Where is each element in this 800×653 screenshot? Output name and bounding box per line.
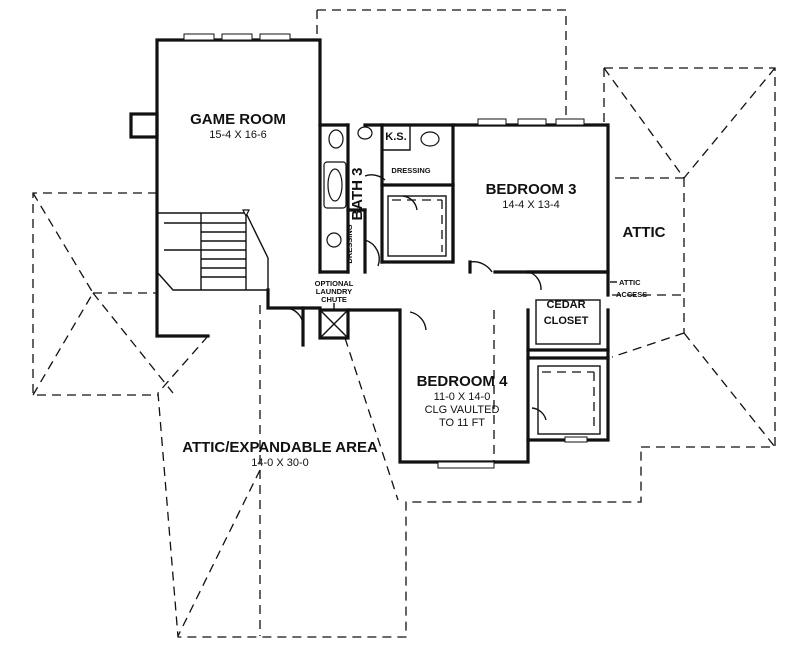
attic-access-label-line1: ATTIC [619,278,641,287]
bath-fixtures [323,126,440,248]
hall-walls [301,306,530,464]
bedroom4-features [437,310,588,469]
bedroom3-windows [477,118,585,126]
bedroom3-dimensions: 14-4 X 13-4 [502,199,559,211]
laundry-chute-label-line1: OPTIONAL [315,279,354,288]
stair [156,209,322,310]
cedar-closet-label-line2: CLOSET [544,315,589,327]
bedroom4-label: BEDROOM 4 [417,373,509,390]
roof-outline-right [603,67,776,448]
attic-expandable-label: ATTIC/EXPANDABLE AREA [182,439,378,456]
closet-bedroom3 [387,195,447,257]
cedar-closet-label-line1: CEDAR [546,299,585,311]
bath3-label: BATH 3 [349,167,366,220]
roof-outline-left [32,192,174,396]
bedroom4-ceiling-height: TO 11 FT [439,417,485,429]
game-room-windows [183,33,291,41]
attic-label: ATTIC [622,224,665,241]
roof-outline-top [316,9,567,120]
laundry-chute-label-line3: CHUTE [321,295,347,304]
game-room-dimensions: 15-4 X 16-6 [209,129,266,141]
attic-expandable-dimensions: 14-0 X 30-0 [251,457,308,469]
cedar-closet-walls [526,270,610,442]
laundry-chute-label-line2: LAUNDRY [316,287,352,296]
game-room-label: GAME ROOM [190,111,286,128]
bedroom4-dimensions: 11-0 X 14-0 [434,391,491,403]
ks-label: K.S. [385,131,406,143]
bedroom3-label: BEDROOM 3 [486,181,577,198]
attic-access-label-line2: ACCESS [616,290,647,299]
roof-outline-bottom [157,305,642,638]
bedroom4-ceiling-note: CLG VAULTED [425,404,500,416]
dressing-upper-label: DRESSING [391,166,430,175]
dressing-lower-label: DRESSING [345,224,354,263]
